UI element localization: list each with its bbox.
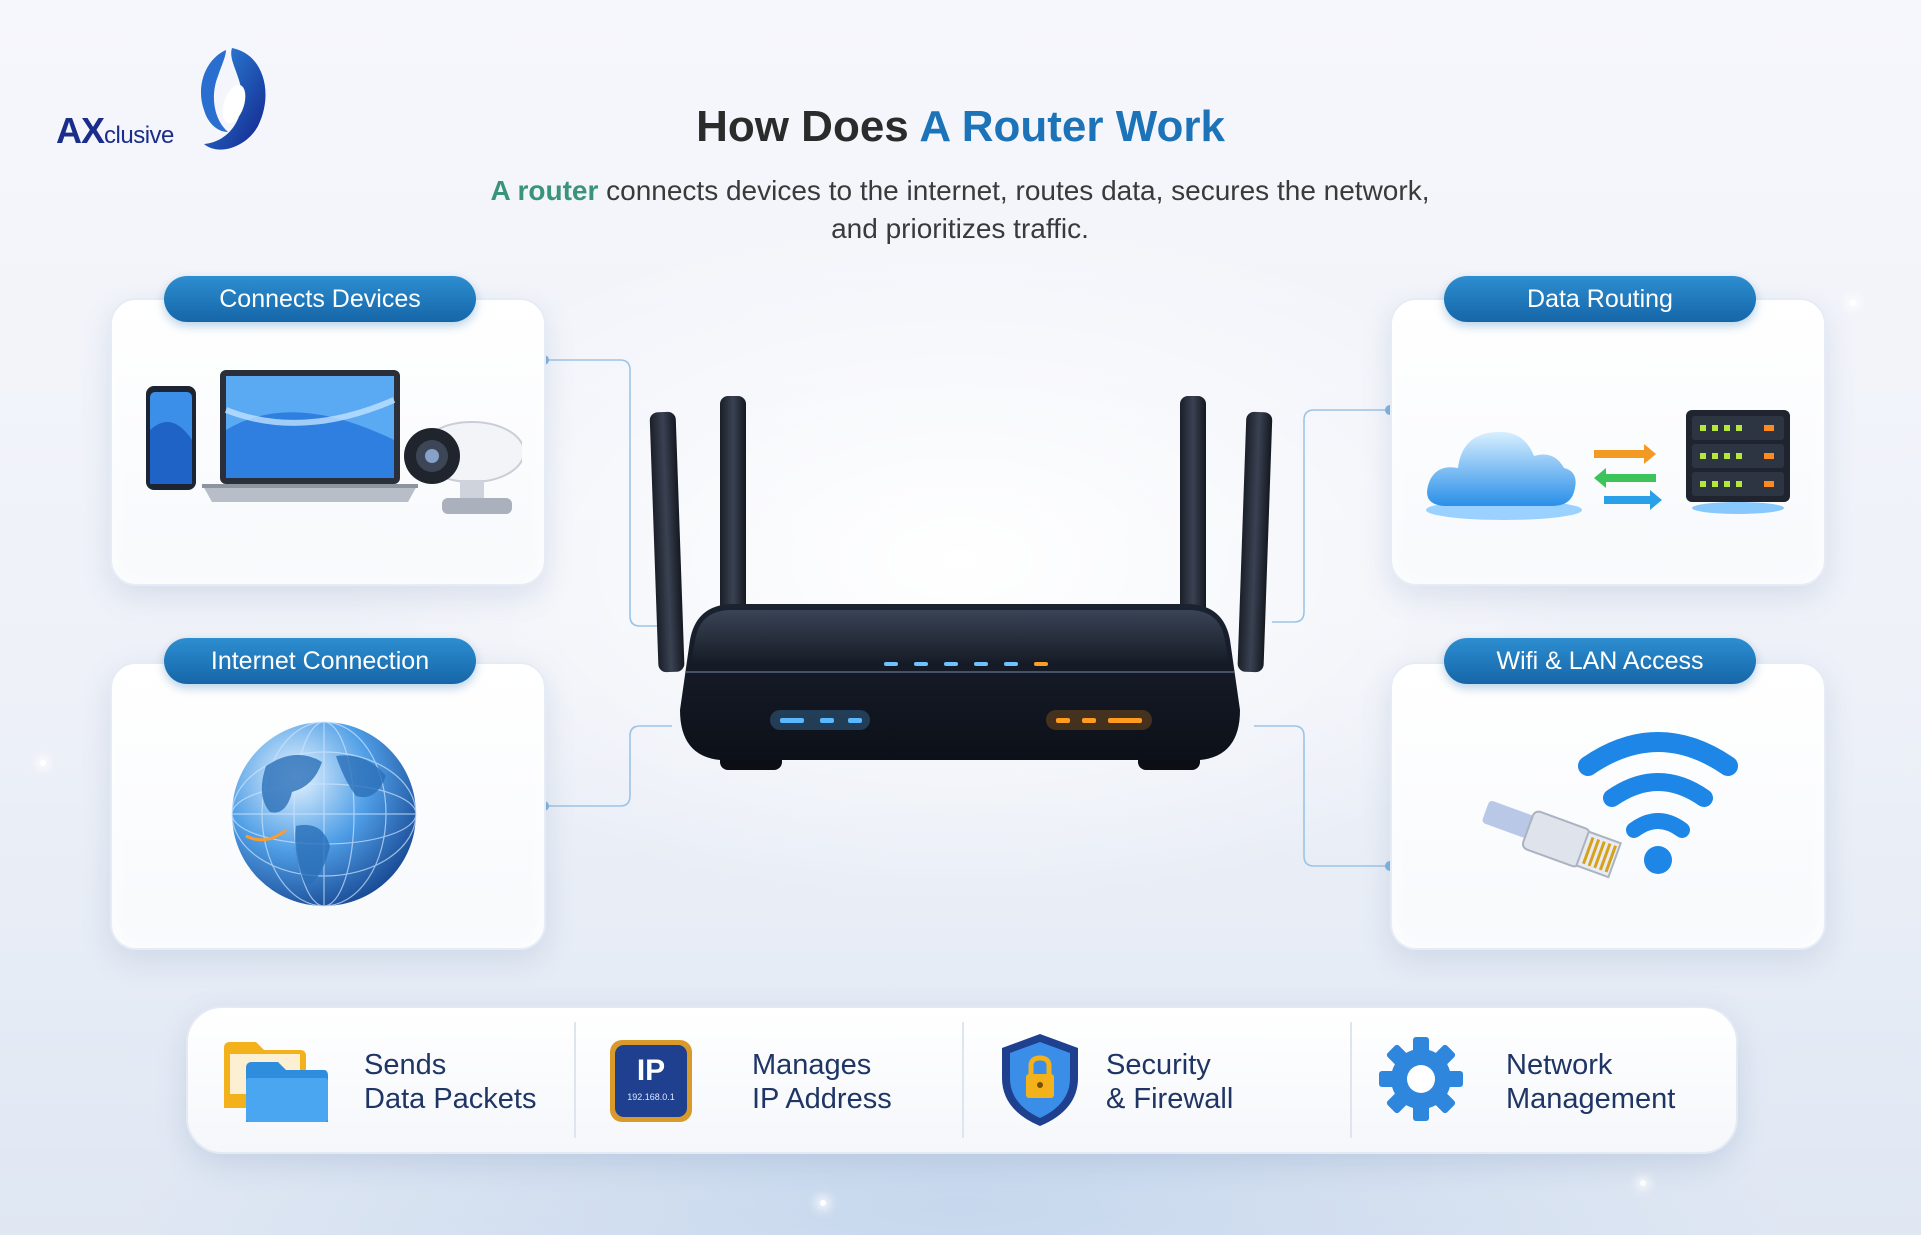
divider — [574, 1022, 576, 1138]
ip-chip-subtext: 192.168.0.1 — [627, 1092, 675, 1102]
feature-security-firewall[interactable]: Security& Firewall — [964, 1008, 1350, 1152]
globe-icon — [231, 721, 417, 907]
divider — [1350, 1022, 1352, 1138]
title-part-1: How Does — [696, 102, 920, 151]
card-label-internet-connection: Internet Connection — [164, 638, 476, 684]
subtitle-accent: A router — [490, 175, 599, 206]
card-internet-connection[interactable] — [110, 662, 546, 950]
brand-logo[interactable]: AXclusive — [56, 44, 266, 154]
card-label-wifi-lan-access: Wifi & LAN Access — [1444, 638, 1756, 684]
page-title: How Does A Router Work — [0, 102, 1921, 152]
logo-swoosh-icon — [200, 48, 266, 150]
sparkle — [1850, 300, 1856, 306]
devices-icon — [146, 370, 522, 514]
card-label-connects-devices: Connects Devices — [164, 276, 476, 322]
feature-label: Security& Firewall — [1106, 1049, 1234, 1115]
ip-chip-icon: IP 192.168.0.1 — [610, 1040, 692, 1122]
card-data-routing[interactable] — [1390, 298, 1826, 586]
shield-lock-icon — [1002, 1034, 1078, 1126]
ip-chip-text: IP — [637, 1054, 665, 1087]
subtitle-line-2: and prioritizes traffic. — [831, 213, 1089, 244]
card-label-data-routing: Data Routing — [1444, 276, 1756, 322]
logo-wordmark: AXclusive — [56, 110, 174, 151]
sparkle — [820, 1200, 826, 1206]
router-icon — [649, 396, 1273, 770]
gear-icon — [1379, 1037, 1463, 1121]
card-connects-devices[interactable] — [110, 298, 546, 586]
sparkle — [1640, 1180, 1646, 1186]
divider — [962, 1022, 964, 1138]
cloud-server-icon — [1426, 410, 1790, 520]
sparkle — [40, 760, 46, 766]
subtitle-line-1: connects devices to the internet, routes… — [598, 175, 1430, 206]
wifi-ethernet-icon — [1482, 732, 1738, 879]
title-part-2: A Router Work — [919, 102, 1225, 151]
page-subtitle: A router connects devices to the interne… — [380, 172, 1540, 248]
folder-icon — [224, 1042, 328, 1122]
card-wifi-lan-access[interactable] — [1390, 662, 1826, 950]
